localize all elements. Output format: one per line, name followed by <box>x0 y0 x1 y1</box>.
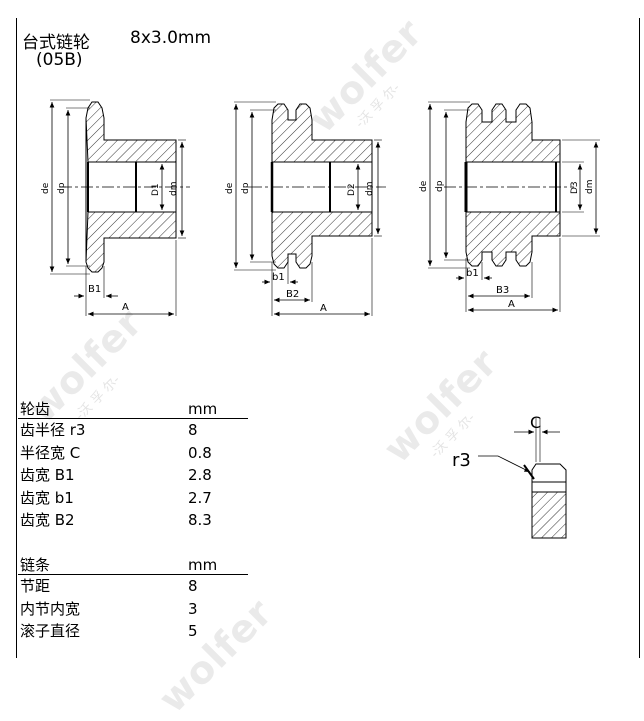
chain-table-title: 链条 <box>20 556 51 574</box>
table-row: 齿宽 B2 8.3 <box>20 511 212 529</box>
table-row: 半径宽 C 0.8 <box>20 443 212 462</box>
sprocket-single <box>49 99 190 317</box>
label-B1: B1 <box>88 284 101 295</box>
table-row: 节距 8 <box>20 577 198 595</box>
label-B3: B3 <box>496 285 509 296</box>
label-dm-3: dm <box>585 180 595 194</box>
label-B2: B2 <box>286 289 299 300</box>
label-D2: D2 <box>347 183 357 196</box>
tooth-table-unit: mm <box>188 400 218 418</box>
tooth-detail <box>478 418 567 539</box>
tooth-table-title: 轮齿 <box>20 400 51 418</box>
product-name: 台式链轮 <box>22 33 90 53</box>
label-de-1: de <box>41 182 51 194</box>
sprocket-drawing: de dp D1 dm B1 A de dp D2 dm b1 B2 A de … <box>41 99 600 539</box>
label-b1-3: b1 <box>466 268 479 279</box>
chain-table-header: 链条 mm <box>18 556 248 575</box>
label-r3: r3 <box>452 450 471 471</box>
label-dp-3: dp <box>435 180 445 192</box>
product-spec: 8x3.0mm <box>130 28 212 48</box>
label-A-3: A <box>508 299 515 310</box>
drawing-frame <box>16 18 640 658</box>
label-dp-1: dp <box>57 182 67 194</box>
table-row: 滚子直径 5 <box>20 622 198 640</box>
chain-table: 链条 mm 节距 8 内节内宽 3 滚子直径 5 <box>18 556 248 643</box>
label-de-3: de <box>419 180 429 192</box>
label-A-2: A <box>320 303 327 314</box>
sprocket-triple <box>427 101 600 313</box>
label-dp-2: dp <box>241 182 251 194</box>
label-C: C <box>530 413 541 432</box>
table-row: 齿半径 r3 8 <box>20 421 198 439</box>
table-row: 齿宽 B1 2.8 <box>20 466 212 484</box>
label-dm-2: dm <box>365 182 375 196</box>
label-b1-2: b1 <box>272 272 285 283</box>
table-row: 内节内宽 3 <box>20 599 198 618</box>
tooth-table: 轮齿 mm 齿半径 r3 8 半径宽 C 0.8 齿宽 B1 2.8 齿宽 b1… <box>18 400 248 532</box>
label-D3: D3 <box>570 181 580 194</box>
label-D1: D1 <box>151 183 161 196</box>
label-de-2: de <box>225 182 235 194</box>
label-dm-1: dm <box>169 182 179 196</box>
product-code: (05B) <box>36 50 83 70</box>
table-row: 齿宽 b1 2.7 <box>20 488 212 507</box>
tooth-table-header: 轮齿 mm <box>18 400 248 419</box>
sprocket-double <box>233 101 386 317</box>
label-A-1: A <box>122 302 129 313</box>
chain-table-unit: mm <box>188 556 218 574</box>
